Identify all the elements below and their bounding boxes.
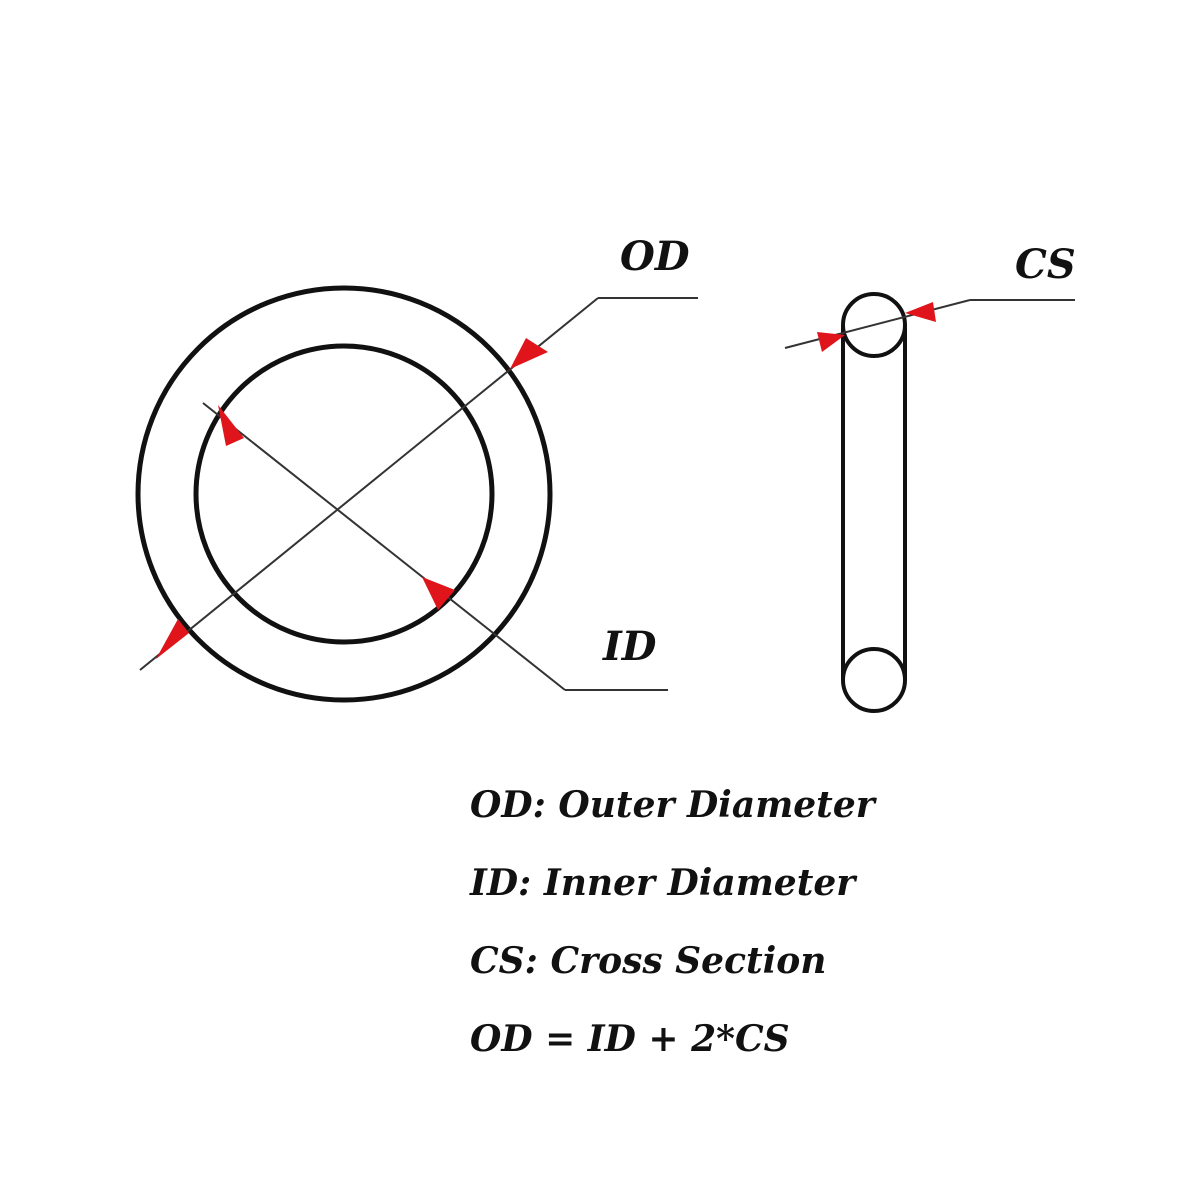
legend-id-definition: ID: Inner Diameter bbox=[470, 862, 856, 904]
cs-dimension bbox=[784, 299, 1075, 352]
legend-cs-definition: CS: Cross Section bbox=[470, 940, 827, 982]
id-arrow-bottom bbox=[422, 577, 455, 610]
id-label: ID bbox=[602, 623, 657, 670]
ring-front-view bbox=[135, 285, 553, 703]
cs-arrow-left bbox=[817, 332, 845, 352]
cs-diameter-line bbox=[784, 299, 971, 349]
od-dimension bbox=[139, 297, 698, 671]
inner-circle bbox=[193, 343, 495, 645]
legend-formula: OD = ID + 2*CS bbox=[470, 1018, 790, 1060]
id-dimension bbox=[202, 402, 668, 691]
legend-od-definition: OD: Outer Diameter bbox=[470, 784, 875, 826]
ring-side-view bbox=[841, 292, 907, 713]
id-arrow-top bbox=[218, 405, 244, 446]
id-diameter-line bbox=[202, 402, 566, 691]
side-bottom-circle bbox=[841, 647, 907, 713]
outer-circle bbox=[135, 285, 553, 703]
cs-label: CS bbox=[1015, 241, 1076, 288]
legend: OD: Outer Diameter ID: Inner Diameter CS… bbox=[470, 780, 1030, 1092]
cs-arrow-right bbox=[905, 302, 936, 322]
od-label: OD bbox=[620, 233, 690, 280]
od-arrow-bottom bbox=[156, 619, 189, 659]
od-arrow-top bbox=[510, 338, 548, 369]
